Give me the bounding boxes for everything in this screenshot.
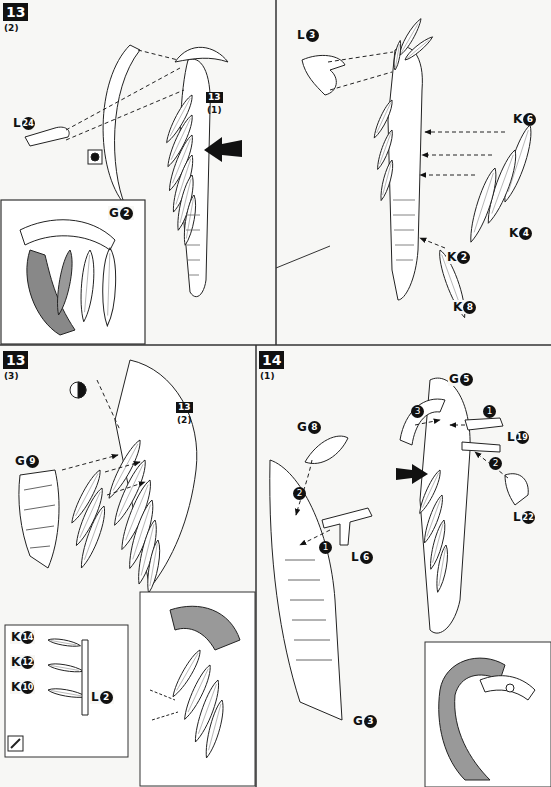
circled-number: 6 xyxy=(523,113,536,126)
circled-number: 2 xyxy=(120,207,133,220)
part-number: K12 xyxy=(10,655,35,669)
circled-number: 5 xyxy=(460,373,473,386)
part-number: K2 xyxy=(446,250,471,264)
circled-number: 19 xyxy=(516,431,529,444)
circled-number: 2 xyxy=(457,251,470,264)
part-number: L3 xyxy=(296,28,320,42)
part-letter: K xyxy=(447,250,456,264)
part-number: K8 xyxy=(452,300,477,314)
part-letter: L xyxy=(91,690,99,704)
circled-number: 2 xyxy=(293,487,306,500)
sub-step-number: (2) xyxy=(4,23,19,33)
part-number: K6 xyxy=(512,112,537,126)
part-number: G3 xyxy=(352,714,378,728)
circled-number: 3 xyxy=(306,29,319,42)
circled-number: 2 xyxy=(489,457,502,470)
step-number: 13 xyxy=(3,351,28,369)
part-letter: G xyxy=(109,206,119,220)
part-number: G9 xyxy=(14,454,40,468)
part-number: L22 xyxy=(512,510,536,524)
part-letter: G xyxy=(297,420,307,434)
part-letter: G xyxy=(15,454,25,468)
part-letter: K xyxy=(11,630,20,644)
part-number: K10 xyxy=(10,680,35,694)
part-number: G8 xyxy=(296,420,322,434)
part-letter: L xyxy=(513,510,521,524)
part-number: L24 xyxy=(12,116,36,130)
reference-step: 13 xyxy=(176,402,193,413)
part-number: G2 xyxy=(108,206,134,220)
part-letter: K xyxy=(11,680,20,694)
part-number: K14 xyxy=(10,630,35,644)
circled-number: 8 xyxy=(308,421,321,434)
part-letter: L xyxy=(13,116,21,130)
circled-number: 6 xyxy=(360,551,373,564)
order-number: 2 xyxy=(488,456,502,470)
circled-number: 1 xyxy=(483,405,496,418)
circled-number: 9 xyxy=(26,455,39,468)
step-number: 13 xyxy=(3,3,28,21)
step-number: 14 xyxy=(259,351,284,369)
part-number: L19 xyxy=(506,430,530,444)
part-number: L6 xyxy=(350,550,374,564)
part-letter: K xyxy=(11,655,20,669)
circled-number: 24 xyxy=(22,117,35,130)
sub-step-number: (3) xyxy=(4,371,19,381)
part-letter: K xyxy=(509,226,518,240)
circled-number: 10 xyxy=(21,681,34,694)
part-number: G5 xyxy=(448,372,474,386)
part-letter: K xyxy=(453,300,462,314)
circled-number: 4 xyxy=(519,227,532,240)
part-letter: G xyxy=(353,714,363,728)
circled-number: 14 xyxy=(21,631,34,644)
sub-step-number: (1) xyxy=(260,371,275,381)
part-letter: L xyxy=(351,550,359,564)
part-number: K4 xyxy=(508,226,533,240)
part-letter: L xyxy=(507,430,515,444)
part-letter: L xyxy=(297,28,305,42)
reference-step: 13 xyxy=(206,92,223,103)
sub-step-number: (1) xyxy=(207,105,222,115)
circled-number: 3 xyxy=(364,715,377,728)
circled-number: 1 xyxy=(319,541,332,554)
circled-number: 2 xyxy=(100,691,113,704)
order-number: 3 xyxy=(410,404,424,418)
part-letter: G xyxy=(449,372,459,386)
part-letter: K xyxy=(513,112,522,126)
circled-number: 12 xyxy=(21,656,34,669)
order-number: 1 xyxy=(482,404,496,418)
order-number: 1 xyxy=(318,540,332,554)
circled-number: 8 xyxy=(463,301,476,314)
sub-step-number: (2) xyxy=(177,415,192,425)
circled-number: 22 xyxy=(522,511,535,524)
part-number: L2 xyxy=(90,690,114,704)
order-number: 2 xyxy=(292,486,306,500)
circled-number: 3 xyxy=(411,405,424,418)
